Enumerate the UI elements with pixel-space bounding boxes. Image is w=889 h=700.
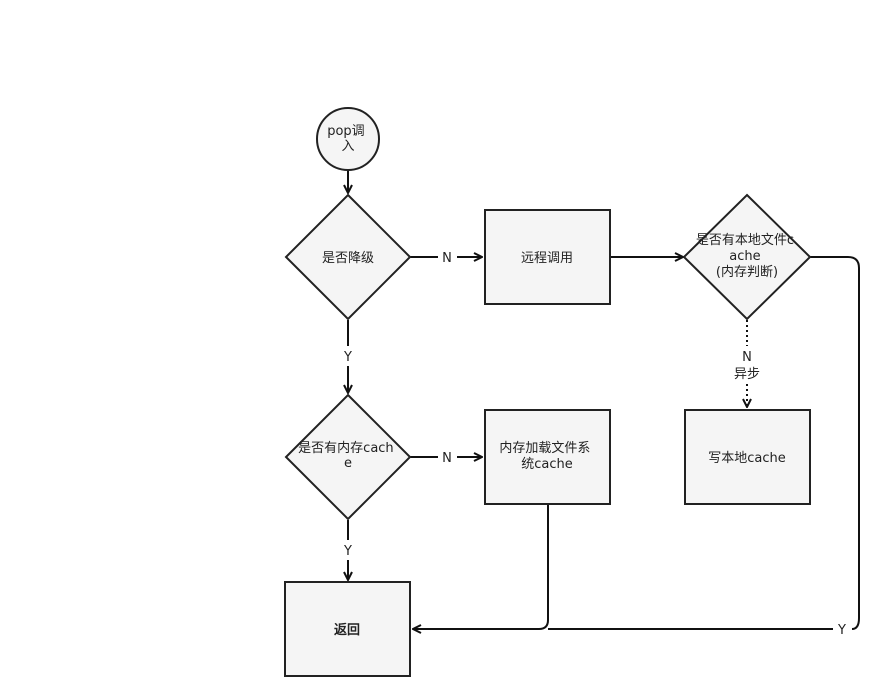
node-return-label: 返回 xyxy=(334,623,360,638)
node-local-check-line-1: 是否有本地文件c xyxy=(696,233,794,248)
node-local-check: 是否有本地文件c ache (内存判断) xyxy=(682,193,812,321)
svg-text:是否有本地文件c ache (内存判: 是否有本地文件c ache (内存判断) xyxy=(696,233,798,280)
edge-label-degrade-y: Y xyxy=(343,350,352,365)
edge-label-local-n: N xyxy=(742,350,752,365)
svg-text:pop调 入: pop调 入 xyxy=(327,124,369,154)
svg-text:内存加载文件系 统cache: 内存加载文件系 统cache xyxy=(499,440,594,472)
node-local-check-line-2: ache xyxy=(729,249,760,264)
edge-label-local-y: Y xyxy=(837,623,846,638)
node-start-line-1: pop调 xyxy=(327,124,364,139)
edge-localcheck-to-return xyxy=(810,256,860,630)
edge-label-degrade-n: N xyxy=(442,251,452,266)
node-start: pop调 入 xyxy=(316,107,380,171)
node-remote-label: 远程调用 xyxy=(521,251,573,266)
svg-text:是否有内存cach e: 是否有内存cach e xyxy=(298,440,398,471)
node-mem-check: 是否有内存cach e xyxy=(284,393,412,521)
node-load-fs-line-2: 统cache xyxy=(521,457,573,472)
node-degrade-label: 是否降级 xyxy=(322,251,374,266)
node-load-fs: 内存加载文件系 统cache xyxy=(484,409,611,505)
node-remote: 远程调用 xyxy=(484,209,611,305)
node-write-local: 写本地cache xyxy=(684,409,811,505)
edge-label-mem-y: Y xyxy=(343,544,352,559)
edge-label-local-async: 异步 xyxy=(734,367,760,382)
edge-loadfs-to-return xyxy=(413,505,549,629)
node-degrade: 是否降级 xyxy=(284,193,412,321)
node-return: 返回 xyxy=(284,581,411,677)
edge-label-mem-n: N xyxy=(442,451,452,466)
node-start-line-2: 入 xyxy=(341,139,354,154)
node-mem-check-line-1: 是否有内存cach xyxy=(298,440,394,456)
node-mem-check-line-2: e xyxy=(344,456,352,471)
node-write-local-label: 写本地cache xyxy=(708,451,786,466)
node-local-check-line-3: (内存判断) xyxy=(716,264,778,280)
node-load-fs-line-1: 内存加载文件系 xyxy=(499,440,590,456)
